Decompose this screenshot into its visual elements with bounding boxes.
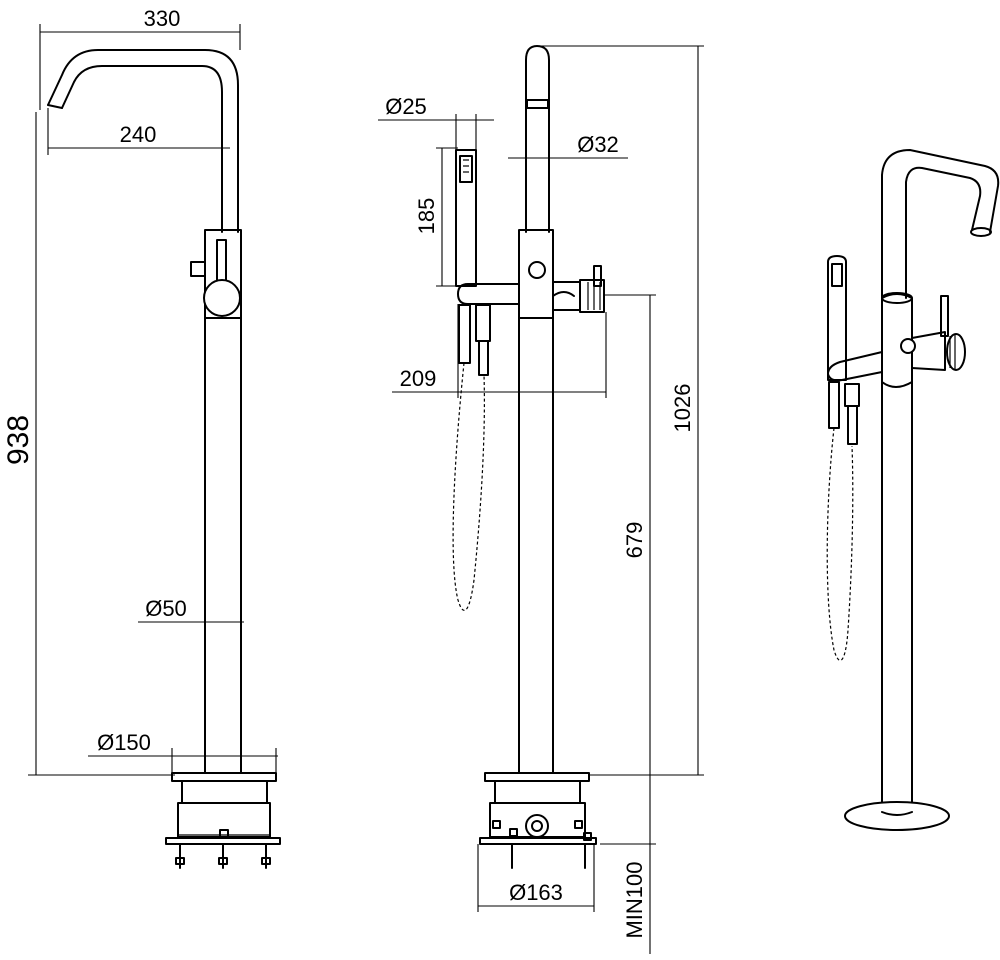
front-handle-knob [579,279,605,313]
persp-column-foot [881,811,913,816]
front-hose-connector-left [458,304,471,364]
front-shower-face [459,155,473,183]
front-aerator [526,99,549,109]
side-base-plate [171,772,277,782]
side-nut-2 [218,857,228,865]
side-box-top [181,780,268,804]
persp-port [900,338,916,354]
dim-label-938: 938 [2,415,35,465]
persp-spout-tip [970,227,992,237]
front-holder-arm [457,283,520,305]
front-cartridge [552,281,581,311]
persp-shower-face [831,263,843,287]
front-box-screw-4 [583,832,592,841]
persp-body-top [881,292,913,304]
front-handshower [455,149,477,287]
front-lever [593,265,602,287]
front-hose-connector-right [475,304,491,342]
persp-handle [911,331,946,371]
persp-handshower [827,255,847,381]
side-nut-3 [261,857,271,865]
dim-label-679: 679 [622,522,647,559]
front-box-valve [525,814,549,838]
persp-spout-inner [905,166,982,299]
dim-label-1026: 1026 [670,384,695,433]
side-spout-inner [61,65,223,233]
front-mixer-body [518,229,554,319]
side-spout [47,49,239,233]
dim-label-d150: Ø150 [97,730,151,755]
dim-label-209: 209 [400,366,437,391]
front-base-plate [484,772,590,782]
dim-label-min100: MIN100 [622,861,647,938]
side-port [190,261,206,277]
side-box [177,802,271,838]
front-hose-nut [478,340,489,376]
side-knob [203,279,241,317]
front-box-screw-2 [509,828,518,837]
dim-label-330: 330 [144,6,181,31]
dim-label-d163: Ø163 [509,880,563,905]
persp-hose-connector [828,381,840,429]
dim-label-d50: Ø50 [145,596,187,621]
dim-label-d32: Ø32 [577,132,619,157]
front-view: Ø25 Ø32 185 209 1026 679 Ø163 MIN100 [378,45,704,954]
side-nut-1 [175,857,185,865]
perspective-view [826,149,1000,831]
front-spout [525,45,550,233]
persp-spout [881,149,1000,299]
front-box-top [494,780,581,804]
persp-holder-arm [827,351,883,382]
persp-knob [946,333,966,371]
front-box-valve-inner [531,820,543,832]
dim-label-d25: Ø25 [385,94,427,119]
front-box-screw-3 [574,820,583,829]
front-mount-bar [479,837,597,845]
persp-hose [826,427,854,661]
side-spout-tip [47,104,63,109]
persp-lever [940,295,949,337]
side-view: 330 240 938 Ø50 Ø150 [2,6,281,869]
front-mixer-port [528,261,546,279]
dim-label-185: 185 [414,198,439,235]
dim-label-240: 240 [120,122,157,147]
front-box-screw-1 [492,820,501,829]
front-hose [452,362,485,611]
persp-connector-nut [847,405,858,445]
persp-connector-right [844,383,860,407]
